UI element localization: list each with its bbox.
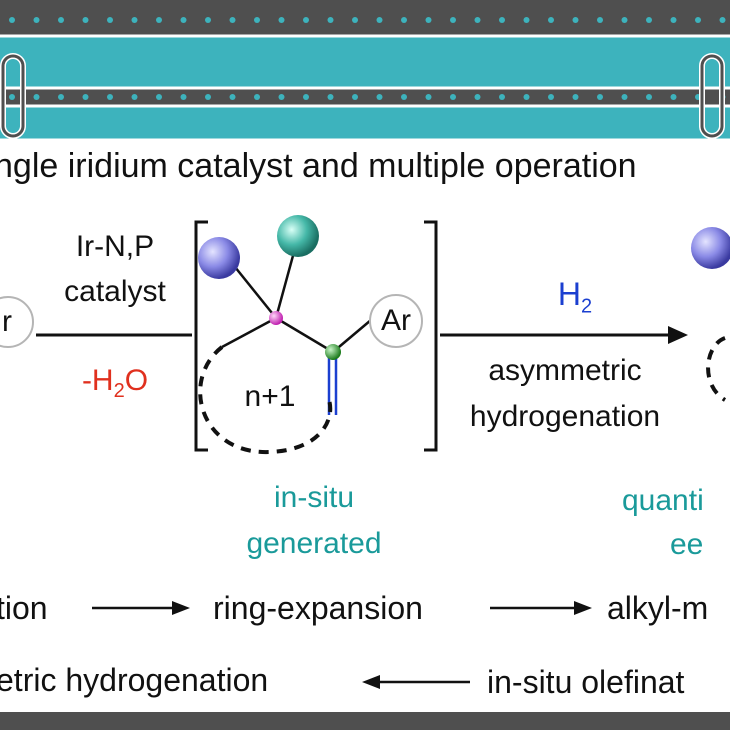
- hydrogen-reagent: H2: [525, 276, 625, 324]
- band-dot: [303, 17, 309, 23]
- band-dot: [548, 94, 554, 100]
- water-suffix: O: [124, 364, 149, 397]
- sequence-row1-item2: ring-expansion: [213, 590, 423, 626]
- band-dot: [107, 17, 113, 23]
- product-caption-2: ee: [670, 528, 704, 561]
- band-dot: [695, 17, 701, 23]
- band-dot: [572, 17, 579, 23]
- band-dot: [719, 17, 726, 23]
- band-dot: [621, 17, 628, 23]
- band-dot: [597, 17, 603, 23]
- hydrogen-main: H: [557, 276, 581, 312]
- water-subscript: 2: [113, 380, 125, 402]
- band-dot: [376, 94, 383, 100]
- band-dot: [401, 94, 407, 100]
- band-dot: [205, 94, 211, 100]
- left-ar-circle: [0, 296, 34, 348]
- substituent-sphere-blue: [198, 237, 240, 279]
- intermediate-caption-2: generated: [246, 527, 382, 560]
- band-dot: [131, 17, 138, 23]
- band-dot: [9, 94, 15, 100]
- band-dot: [180, 94, 187, 100]
- band-dot: [499, 17, 505, 23]
- water-prefix: -H: [81, 364, 114, 397]
- band-dot: [58, 94, 64, 100]
- band-dot: [107, 94, 113, 100]
- band-dot: [474, 94, 481, 100]
- step2-desc-1: asymmetric: [488, 354, 642, 387]
- sequence-row2-item2: in-situ olefinat: [487, 664, 685, 700]
- product-dashed-ring: [706, 336, 727, 402]
- left-ar-label: r: [2, 305, 12, 338]
- band-dot: [670, 17, 677, 23]
- band-dot: [548, 17, 554, 23]
- band-dot: [156, 94, 162, 100]
- intermediate-dashed-ring: [198, 345, 333, 455]
- sequence-row2-item1: etric hydrogenation: [0, 662, 269, 698]
- band-dot: [523, 17, 530, 23]
- band-dot: [254, 94, 260, 100]
- node-magenta: [269, 311, 283, 325]
- band-dot: [474, 17, 481, 23]
- band-dot: [82, 94, 89, 100]
- band-dot: [33, 94, 40, 100]
- band-dot: [621, 94, 628, 100]
- band-dot: [425, 17, 432, 23]
- intermediate-ar-label: Ar: [381, 304, 411, 337]
- ring-size-label: n+1: [244, 380, 296, 413]
- sequence-row1-item1: tion: [0, 590, 48, 626]
- band-dot: [180, 17, 187, 23]
- band-dot: [450, 94, 456, 100]
- reagent-line-1: Ir-N,P: [75, 230, 155, 263]
- band-dot: [401, 17, 407, 23]
- band-dot: [646, 94, 652, 100]
- hydrogen-subscript: 2: [580, 295, 593, 318]
- band-dot: [327, 94, 334, 100]
- intermediate-ar-circle: [369, 294, 423, 348]
- band-dot: [327, 17, 334, 23]
- band-dot: [205, 17, 211, 23]
- decorative-bottom-bar: [0, 712, 730, 730]
- decorative-top-band: [0, 0, 730, 145]
- band-dot: [9, 17, 15, 23]
- band-dot: [352, 94, 358, 100]
- band-dot: [670, 94, 677, 100]
- band-dot: [499, 94, 505, 100]
- header-title: ngle iridium catalyst and multiple opera…: [0, 147, 637, 185]
- bracket-right: [424, 220, 438, 452]
- band-dot: [131, 94, 138, 100]
- band-dot: [597, 94, 603, 100]
- reagent-line-2: catalyst: [64, 275, 166, 308]
- sequence-row1-item3: alkyl-m: [607, 590, 709, 626]
- band-dot: [376, 17, 383, 23]
- product-caption-1: quanti: [622, 484, 704, 517]
- product-sphere-blue: [691, 227, 730, 269]
- band-dot: [523, 94, 530, 100]
- node-green: [325, 344, 341, 360]
- band-dot: [229, 94, 236, 100]
- band-dot: [572, 94, 579, 100]
- water-loss-label: -H2O: [35, 363, 195, 409]
- step2-desc-2: hydrogenation: [469, 400, 661, 433]
- band-dot: [58, 17, 64, 23]
- bracket-left: [194, 220, 208, 452]
- band-dot: [278, 94, 285, 100]
- band-dot: [156, 17, 162, 23]
- band-dot: [646, 17, 652, 23]
- band-dot: [278, 17, 285, 23]
- band-dot: [254, 17, 260, 23]
- band-dot: [229, 17, 236, 23]
- band-dot: [303, 94, 309, 100]
- intermediate-caption-1: in-situ: [273, 481, 355, 514]
- band-dot: [425, 94, 432, 100]
- band-dot: [33, 17, 40, 23]
- band-dot: [450, 17, 456, 23]
- substituent-sphere-teal: [277, 215, 319, 257]
- band-dot: [352, 17, 358, 23]
- band-dot: [82, 17, 89, 23]
